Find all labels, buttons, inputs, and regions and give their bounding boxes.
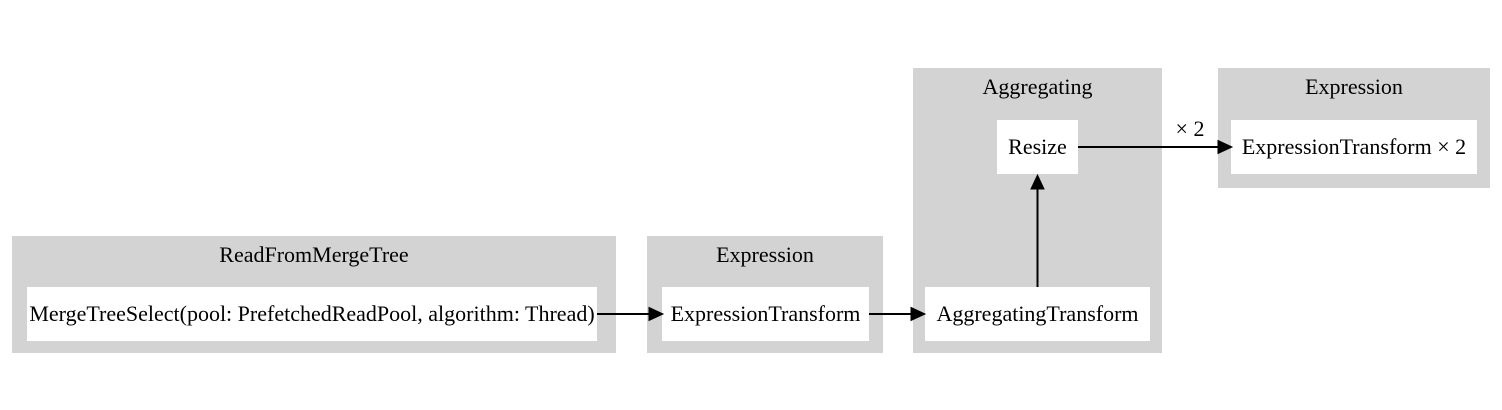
node-expression-transform: ExpressionTransform bbox=[662, 287, 869, 341]
node-resize: Resize bbox=[997, 120, 1078, 174]
node-expression-transform-x2-label: ExpressionTransform × 2 bbox=[1241, 134, 1467, 159]
node-expression-transform-label: ExpressionTransform bbox=[670, 301, 861, 326]
node-aggregating-transform: AggregatingTransform bbox=[925, 287, 1150, 341]
cluster-expression-2: Expression ExpressionTransform × 2 bbox=[1218, 68, 1490, 188]
cluster-aggregating: Aggregating Resize AggregatingTransform bbox=[913, 68, 1162, 353]
node-merge-tree-select: MergeTreeSelect(pool: PrefetchedReadPool… bbox=[27, 287, 597, 341]
node-resize-label: Resize bbox=[1008, 134, 1067, 159]
cluster-expression-1-title: Expression bbox=[716, 242, 814, 267]
node-merge-tree-select-label: MergeTreeSelect(pool: PrefetchedReadPool… bbox=[29, 301, 595, 326]
cluster-aggregating-title: Aggregating bbox=[982, 74, 1093, 99]
cluster-read-from-merge-tree-title: ReadFromMergeTree bbox=[219, 242, 409, 267]
node-aggregating-transform-label: AggregatingTransform bbox=[936, 301, 1139, 326]
cluster-expression-1: Expression ExpressionTransform bbox=[647, 236, 883, 353]
cluster-read-from-merge-tree: ReadFromMergeTree MergeTreeSelect(pool: … bbox=[12, 236, 616, 353]
edge-resize-to-expression-label: × 2 bbox=[1175, 116, 1205, 141]
cluster-expression-2-title: Expression bbox=[1305, 74, 1403, 99]
node-expression-transform-x2: ExpressionTransform × 2 bbox=[1231, 120, 1477, 174]
